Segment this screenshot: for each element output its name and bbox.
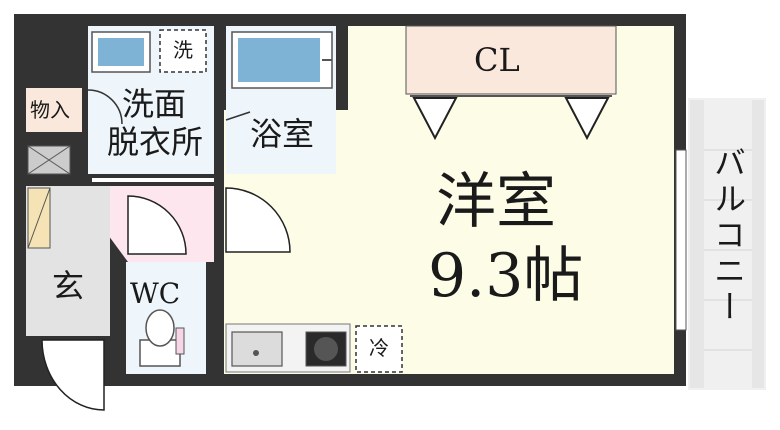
western-room-name: 洋室 — [436, 167, 556, 237]
closet-box — [405, 25, 617, 95]
meter-cross-b — [27, 145, 71, 175]
room-door-swing — [225, 187, 291, 253]
washroom-label-line2: 脱衣所 — [106, 123, 203, 161]
closet-label: CL — [474, 41, 520, 79]
wash-basin-bowl — [98, 38, 144, 66]
toilet-panel — [175, 327, 185, 355]
toilet-label: WC — [130, 277, 181, 310]
washroom-label-line1: 洗面 — [121, 85, 186, 123]
bathroom-door-swing — [225, 111, 251, 121]
washer-space — [159, 29, 207, 73]
bathroom-label: 浴室 — [250, 115, 315, 153]
closet-door-left — [412, 97, 458, 141]
entrance-door-swing — [41, 339, 105, 411]
closet-door-right — [564, 97, 610, 141]
balcony-window — [675, 149, 687, 331]
washer-label: 洗 — [173, 38, 193, 62]
storage-box — [26, 88, 82, 132]
shoe-box-diag — [27, 187, 51, 249]
stove-burner — [314, 337, 338, 361]
washroom-door-swing — [87, 89, 123, 125]
balcony-rail-right — [752, 100, 764, 388]
toilet-bowl — [145, 309, 175, 347]
balcony-rail — [690, 100, 704, 388]
western-room-size: 9.3帖 — [428, 241, 584, 311]
entrance-label: 玄 — [52, 267, 85, 305]
storage-label: 物入 — [30, 98, 70, 122]
bathtub-water — [238, 38, 320, 82]
sink-drain — [253, 350, 259, 356]
fridge-label: 冷 — [369, 336, 389, 360]
toilet-door-swing — [127, 195, 187, 255]
kitchen-sink — [231, 331, 283, 367]
fridge-space — [355, 325, 403, 373]
balcony-label: バルコニー — [709, 146, 747, 326]
